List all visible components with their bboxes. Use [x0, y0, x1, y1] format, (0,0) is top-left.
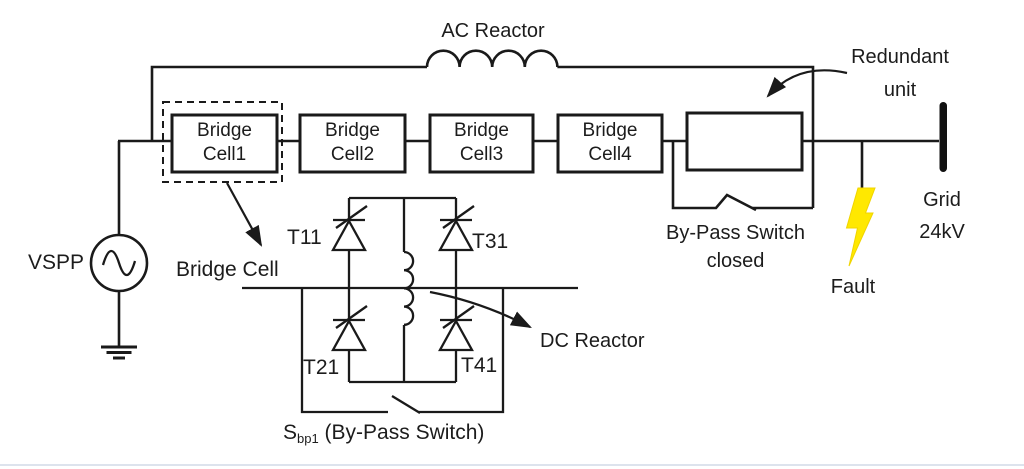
bridge-cell-detail-label: Bridge Cell: [176, 258, 279, 281]
thyristor-t21-label: T21: [303, 356, 340, 379]
thyristor-t11-label: T11: [287, 226, 322, 249]
thyristor-t31-label: T31: [472, 230, 509, 253]
thyristor-t41-label: T41: [461, 354, 498, 377]
bridge-cell1-dashed-outline: [162, 101, 283, 183]
cell1-detail-arrow: [226, 182, 263, 247]
bridge-cell1-label: Bridge Cell1: [197, 120, 252, 165]
dc-reactor-coil: [403, 250, 415, 326]
bypass-closed-label: By-Pass Switch closed: [666, 222, 805, 272]
ac-reactor-coil: [425, 49, 559, 68]
fault-label: Fault: [830, 276, 876, 298]
vspp-source: [89, 141, 149, 360]
sbp1-bypass-switch-label: Sbp1 (By-Pass Switch): [283, 421, 484, 447]
bridge-cell2-box: [298, 113, 407, 174]
bridge-cell4-label: Bridge Cell4: [582, 120, 638, 165]
sine-wave-icon: [101, 249, 137, 277]
ground-icon: [101, 345, 137, 360]
top-feeder-wire: [150, 65, 815, 208]
bridge-cell3-label: Bridge Cell3: [454, 120, 509, 165]
bypass-switch-open-blade: [391, 395, 421, 414]
bypass-switch-closed-symbol: [671, 141, 813, 212]
dc-reactor-label: DC Reactor: [540, 330, 645, 352]
fault-lightning-icon: [845, 187, 876, 267]
redundant-unit-box: [685, 111, 804, 172]
thyristor-t41-icon: [438, 305, 475, 352]
ac-reactor-label: AC Reactor: [441, 20, 545, 42]
redundant-unit-label: Redundant unit: [851, 46, 949, 101]
thyristor-t11-icon: [331, 205, 368, 252]
dc-reactor-arrow: [429, 290, 532, 329]
bridge-cell2-label: Bridge Cell2: [325, 120, 380, 165]
vspp-label: VSPP: [27, 251, 85, 274]
bridge-cell4-box: [556, 113, 664, 174]
thyristor-t31-icon: [438, 205, 475, 252]
sbp1-base: S: [283, 421, 298, 444]
redundant-unit-arrow: [766, 69, 848, 98]
thyristor-t21-icon: [331, 305, 368, 352]
sbp1-rest: (By-Pass Switch): [318, 421, 485, 444]
bottom-border: [0, 464, 1024, 466]
bridge-cell3-box: [428, 113, 535, 174]
sbp1-subscript: bp1: [297, 431, 319, 446]
grid-label: Grid 24kV: [919, 189, 965, 243]
grid-busbar: [939, 102, 947, 172]
bridge-cell-detail: [242, 196, 578, 414]
bridge-cell1-box: [170, 113, 279, 174]
